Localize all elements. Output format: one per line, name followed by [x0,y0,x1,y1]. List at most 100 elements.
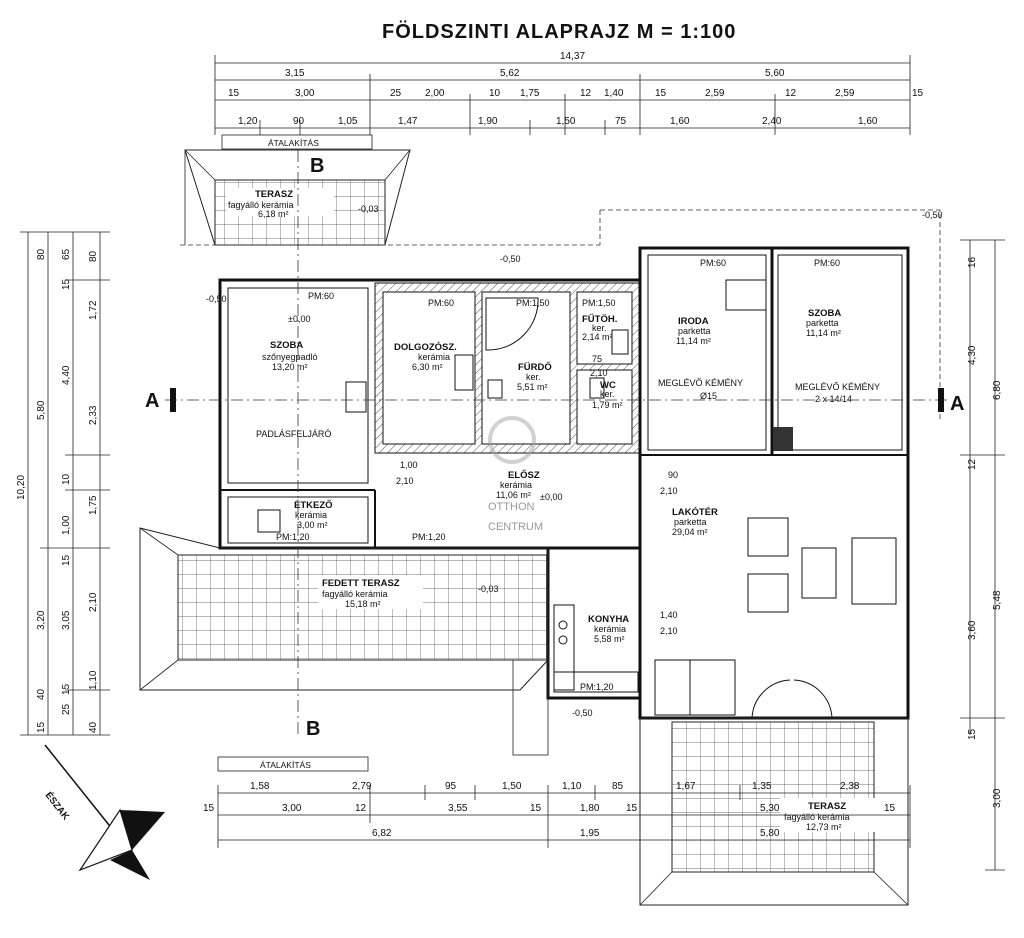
dim-bot-r1-5: 85 [612,781,624,792]
dim-right-total: 6,80 [992,380,1003,400]
futoh-floor: ker. [592,323,607,333]
dim-left-c3-1: 2,33 [88,405,99,425]
dim-bot-r2-0: 15 [203,803,215,814]
pm120-konyha: PM:1,20 [580,682,614,692]
futoh-name: FŰTÖH. [582,313,617,325]
lakoter-area: 29,04 m² [672,527,708,537]
dim-top-r4-4: 1,90 [478,116,498,127]
dim-left-c4-0: 80 [36,248,47,260]
pm120-eloter: PM:1,20 [412,532,446,542]
fedett-terasz-name: FEDETT TERASZ [322,578,400,589]
dim-left-c4-4: 10 [61,473,72,485]
dim-bot-r1-1: 2,79 [352,781,372,792]
dim-bot-r3-0: 6,82 [372,828,392,839]
dim-bot-r1-4: 1,10 [562,781,582,792]
iroda-floor: parketta [678,326,711,336]
pm60-iroda: PM:60 [700,258,726,268]
dim-bot-r2-7: 5,30 [760,803,780,814]
dim-top-r3-9: 2,59 [705,88,725,99]
dim-left-c3-0: 1,72 [88,300,99,320]
dim-right-c3-0: 16 [967,256,978,268]
pm60-szoba1: PM:60 [308,291,334,301]
dim-bot-r2-6: 15 [626,803,638,814]
dim-top-r4-2: 1,05 [338,116,358,127]
dim-left-c4-6: 15 [61,554,72,566]
kemeny1-sub: Ø15 [700,391,717,401]
dim-top-r2-2: 5,60 [765,68,785,79]
wc-name: WC [600,380,616,391]
lakoter-furniture [654,517,897,719]
bathroom-fixtures [454,297,629,399]
bottom-dimensions [217,785,911,848]
left-dimensions [20,231,110,736]
dim-left-total: 10,20 [16,475,27,500]
dim-bot-r1-2: 95 [445,781,457,792]
dim-bot-r3-1: 1,95 [580,828,600,839]
door-dim-5: 1,40 [660,610,678,620]
terasz-top-floor: fagyálló kerámia [228,200,294,210]
dim-left-c4-10: 40 [36,688,47,700]
level-kitchen-out: -0,50 [572,708,593,718]
dim-total-width: 14,37 [560,51,585,62]
szoba2-name: SZOBA [808,308,841,319]
watermark-line1: OTTHON [488,501,534,513]
terrace-bottom [639,717,909,906]
plan-title: FÖLDSZINTI ALAPRAJZ M = 1:100 [382,20,736,43]
door-dim-6: 2,10 [660,626,678,636]
chimney-2 [773,427,793,451]
lakoter-name: LAKÓTÉR [672,506,718,518]
door-dim-8: 2,10 [590,368,608,378]
dim-top-r3-10: 12 [785,88,797,99]
dim-top-r3-3: 2,00 [425,88,445,99]
dim-left-c4-3: 80 [88,250,99,262]
kemeny2-label: MEGLÉVŐ KÉMÉNY [795,382,880,392]
section-a-left: A [145,390,160,412]
dim-top-r3-5: 1,75 [520,88,540,99]
dim-top-r2-0: 3,15 [285,68,305,79]
wc-area: 1,79 m² [592,400,623,410]
level-eloter: ±0,00 [540,492,562,502]
dim-top-r3-2: 25 [390,88,402,99]
konyha-name: KONYHA [588,614,629,625]
fedett-labelbg [318,575,423,609]
dim-top-r4-7: 1,60 [670,116,690,127]
watermark-line2: CENTRUM [488,521,543,533]
eloter-floor: kerámia [500,480,532,490]
dolgozo-name: DOLGOZÓSZ. [394,341,457,353]
right-dimensions [960,239,1005,871]
eloter-name: ELŐSZ [508,469,540,481]
terasz-bottom-area: 12,73 m² [806,822,842,832]
dim-left-c4-13: 15 [36,721,47,733]
dim-left-c4-9: 15 [61,683,72,695]
dolgozo-floor: kerámia [418,352,450,362]
dim-top-r4-3: 1,47 [398,116,418,127]
konyha-floor: kerámia [594,624,626,634]
door-dim-1: 1,00 [400,460,418,470]
wet-block [374,282,641,454]
pm120-etkezo: PM:1,20 [276,532,310,542]
wc-floor: ker. [600,389,615,399]
dim-right-c2-0: 4,30 [967,345,978,365]
top-dimensions [214,55,911,135]
section-markers [165,150,950,735]
dim-right-c3-2: 15 [967,728,978,740]
szoba2-outline [777,254,903,451]
dim-top-r3-4: 10 [489,88,501,99]
dim-bot-r1-3: 1,50 [502,781,522,792]
atalakitas-top-label: ÁTALAKÍTÁS [268,138,319,148]
dim-right-c2-2: 3,60 [967,620,978,640]
dim-bot-r1-8: 2,38 [840,781,860,792]
dim-bot-r2-5: 1,80 [580,803,600,814]
door-dim-4: 2,10 [660,486,678,496]
szoba2-area: 11,14 m² [806,328,841,338]
level-terasz-top: -0,03 [358,204,379,214]
kitchen-furniture [553,604,639,693]
watermark-logo [488,416,536,464]
dim-bot-r2-8: 15 [884,803,896,814]
compass-label: ÉSZAK [43,790,72,822]
terasz-top-name: TERASZ [255,189,293,200]
fedett-terasz-floor: fagyálló kerámia [322,589,388,599]
dim-bot-r2-1: 3,00 [282,803,302,814]
terasz-bottom-name: TERASZ [808,801,846,812]
section-b-top: B [310,155,325,177]
